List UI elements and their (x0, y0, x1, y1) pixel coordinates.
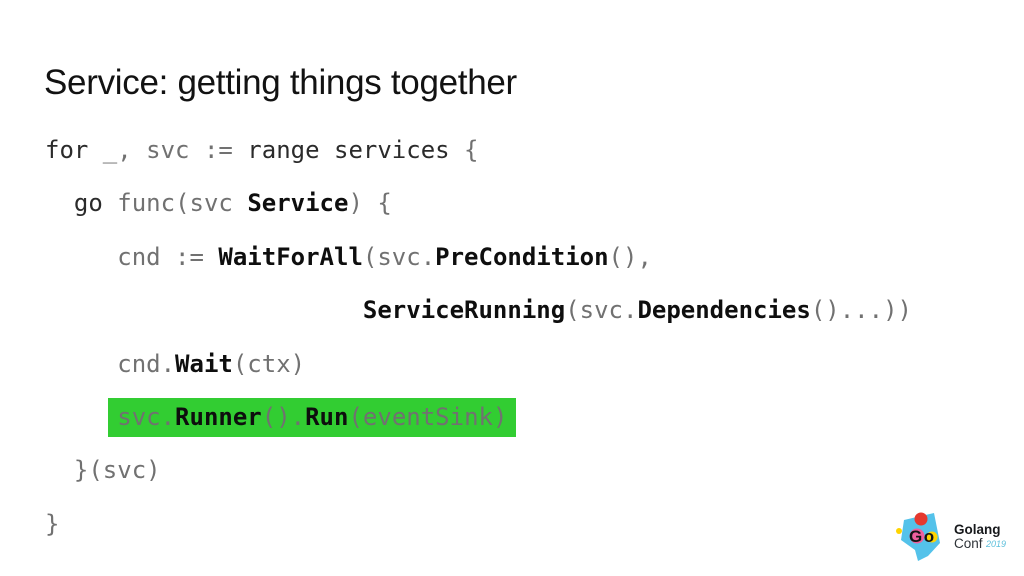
code-line: cnd.Wait(ctx) (45, 338, 1014, 391)
code-token: (), (608, 242, 652, 271)
code-token: for (45, 136, 103, 164)
logo-golang-label: Golang (954, 522, 1001, 537)
code-line: go func(svc Service) { (45, 177, 1014, 230)
golang-conf-logo: Go Golang Conf 2019 (884, 494, 1016, 576)
code-token: ()...)) (810, 296, 912, 325)
code-token: Service (247, 189, 349, 218)
code-token: ) { (348, 189, 392, 218)
code-token: ServiceRunning (362, 296, 566, 325)
logo-yellow-small-dot-icon (896, 528, 902, 534)
code-line: for _, svc := range services { (45, 124, 1014, 177)
logo-conf-label: Conf (954, 536, 983, 551)
code-token: PreCondition (435, 242, 609, 271)
logo-go-text: Go (909, 527, 936, 546)
logo-red-dot-icon (914, 512, 928, 526)
code-line: }(svc) (45, 444, 1014, 497)
golang-conf-logo-icon: Go Golang Conf 2019 (896, 512, 1006, 561)
code-line: cnd := WaitForAll(svc.PreCondition(), (45, 231, 1014, 284)
code-token: cnd := (117, 242, 219, 271)
code-line: svc.Runner().Run(eventSink) (45, 391, 1014, 444)
logo-yellow-circle-icon (926, 531, 938, 543)
code-token: (). (261, 402, 306, 431)
code-line: } (45, 498, 1014, 551)
code-token: go (73, 189, 118, 218)
slide-title: Service: getting things together (44, 63, 517, 102)
code-token: (eventSink) (348, 402, 508, 431)
code-token: (svc. (565, 296, 638, 325)
code-token: _, svc := (102, 136, 248, 164)
code-line: ServiceRunning(svc.Dependencies()...)) (45, 284, 1014, 337)
code-token: }(svc) (73, 456, 161, 485)
code-token: range services (247, 136, 465, 164)
code-token: cnd. (117, 349, 176, 378)
code-token: Dependencies (637, 296, 811, 325)
code-token: svc. (117, 402, 176, 431)
code-token: } (45, 509, 60, 538)
code-token: Runner (175, 402, 262, 431)
logo-pink-circle-icon (909, 528, 925, 544)
code-block: for _, svc := range services { go func(s… (45, 124, 1014, 551)
code-token: WaitForAll (218, 242, 363, 271)
highlighted-code: svc.Runner().Run(eventSink) (108, 397, 517, 437)
code-token: { (464, 136, 479, 164)
code-token: Wait (175, 349, 233, 378)
logo-year-label: 2019 (985, 539, 1006, 549)
code-token: Run (305, 402, 349, 431)
code-token: (ctx) (232, 349, 306, 378)
code-token: (svc. (362, 242, 436, 271)
code-token: func(svc (117, 189, 248, 218)
